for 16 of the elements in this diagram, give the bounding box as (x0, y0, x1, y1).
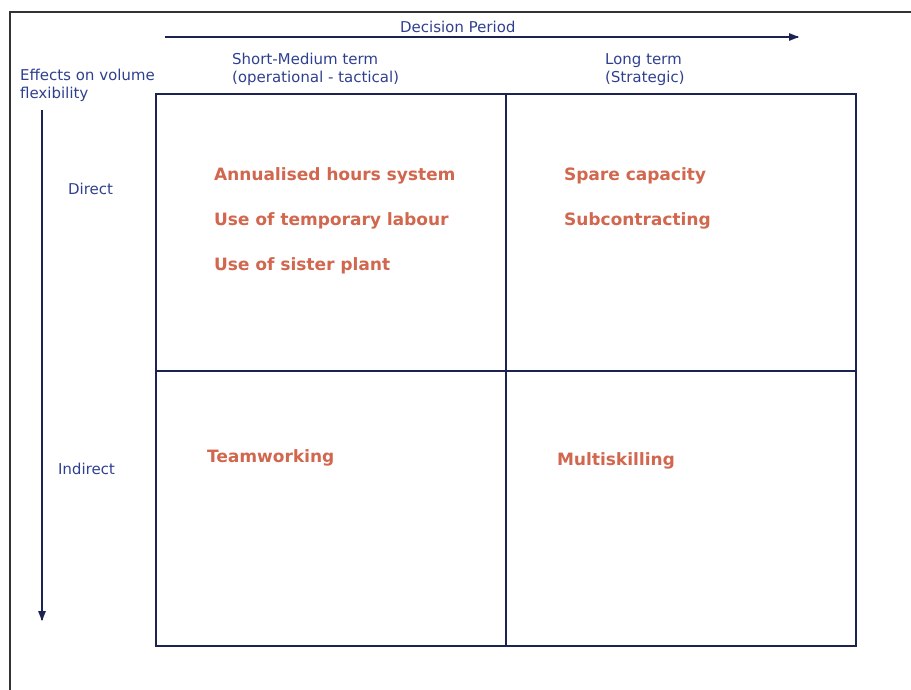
cell-text: Use of sister plant (214, 255, 390, 275)
row-heading: Direct (68, 180, 113, 198)
cell-text: Subcontracting (564, 210, 711, 230)
cell-text: Teamworking (207, 447, 334, 467)
cell-text: Use of temporary labour (214, 210, 448, 230)
matrix-cell (155, 93, 507, 372)
cell-text: Annualised hours system (214, 165, 456, 185)
row-heading: Indirect (58, 460, 115, 478)
matrix-cell (505, 370, 857, 647)
cell-text: Multiskilling (557, 450, 675, 470)
matrix-cell (505, 93, 857, 372)
axis-label: Effects on volume flexibility (20, 66, 156, 102)
column-heading: Short-Medium term (operational - tactical) (232, 50, 400, 86)
cell-text: Spare capacity (564, 165, 706, 185)
column-heading: Long term (Strategic) (605, 50, 686, 86)
matrix-cell (155, 370, 507, 647)
